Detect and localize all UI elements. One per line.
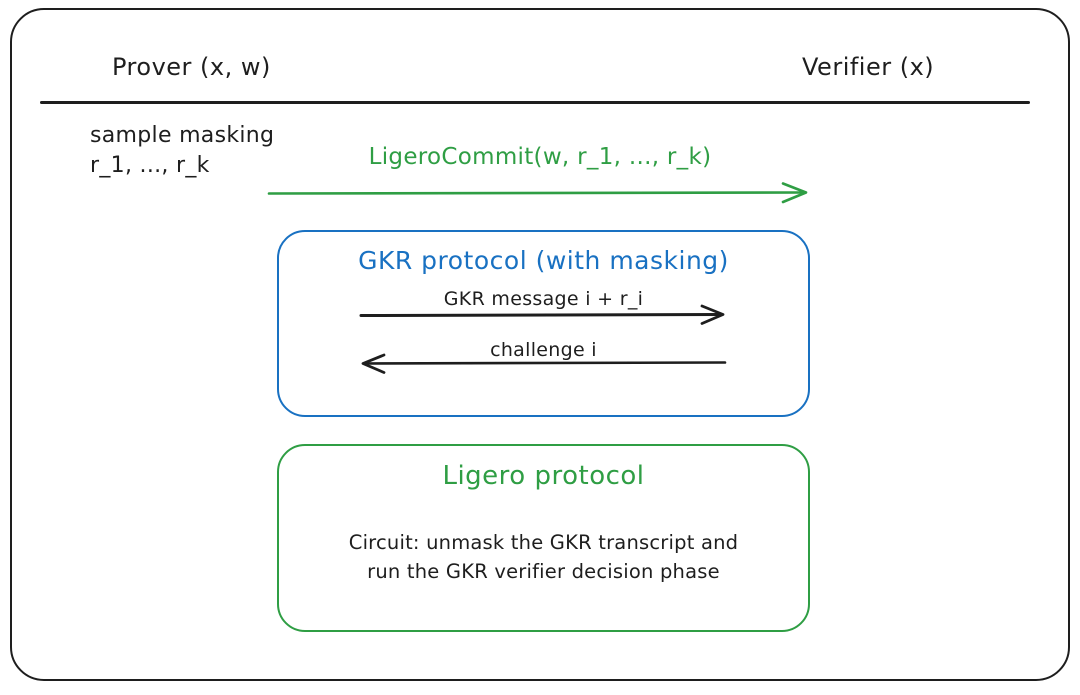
challenge-arrow-icon <box>361 353 727 374</box>
prover-sample-note: sample masking r_1, ..., r_k <box>90 121 274 181</box>
diagram-outer-frame <box>10 8 1070 681</box>
ligero-circuit-description: Circuit: unmask the GKR transcript and r… <box>279 528 808 586</box>
ligero-commit-label: LigeroCommit(w, r_1, ..., r_k) <box>368 144 712 170</box>
ligero-protocol-box: Ligero protocol Circuit: unmask the GKR … <box>277 444 810 632</box>
prover-sample-note-line1: sample masking <box>90 123 275 148</box>
ligero-commit-arrow-icon <box>267 182 808 204</box>
header-divider-line <box>40 101 1030 104</box>
gkr-message-arrow-icon <box>359 304 725 325</box>
gkr-message-label: GKR message i + r_i <box>443 288 644 310</box>
ligero-protocol-title: Ligero protocol <box>442 461 645 491</box>
prover-label: Prover (x, w) <box>112 53 271 81</box>
ligero-circuit-description-line2: run the GKR verifier decision phase <box>367 560 720 583</box>
ligero-circuit-description-line1: Circuit: unmask the GKR transcript and <box>348 531 739 554</box>
verifier-label: Verifier (x) <box>802 53 935 81</box>
gkr-protocol-box: GKR protocol (with masking) GKR message … <box>277 230 810 417</box>
gkr-protocol-title: GKR protocol (with masking) <box>358 246 729 275</box>
prover-sample-note-line2: r_1, ..., r_k <box>90 153 210 178</box>
challenge-label: challenge i <box>490 339 597 361</box>
